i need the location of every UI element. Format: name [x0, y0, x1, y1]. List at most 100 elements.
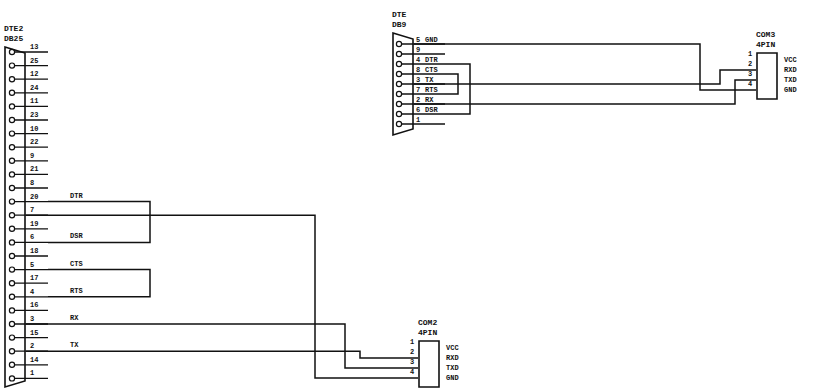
pin-number: 8 [30, 179, 34, 187]
pin-contact [9, 376, 14, 381]
pin-stub [15, 201, 48, 202]
pin-stub [15, 160, 48, 161]
connector-name: COM2 4PIN [418, 318, 440, 338]
pin-contact [9, 90, 14, 95]
pin-number: 14 [30, 356, 38, 364]
pin-contact [9, 158, 14, 163]
pin-stub [15, 65, 48, 66]
pin-stub [402, 63, 445, 64]
pin-contact [9, 294, 14, 299]
signal-name: CTS [70, 260, 83, 268]
pin-contact [9, 349, 14, 354]
pin-stub [15, 79, 48, 80]
signal-name: RTS [425, 86, 438, 94]
wire [26, 324, 418, 368]
signal-name: RXD [446, 354, 459, 362]
pin-stub [402, 123, 445, 124]
signal-name: RTS [70, 287, 83, 295]
pin-stubs [9, 41, 445, 381]
jumper-wire [48, 270, 150, 297]
pin-number: 4 [410, 368, 414, 376]
outline [393, 33, 413, 135]
signal-name: DTR [425, 56, 438, 64]
pin-stub [402, 73, 445, 74]
pin-stub [15, 337, 48, 338]
db9-connector: DTE DB9 [392, 10, 414, 136]
pin-contact [396, 111, 401, 116]
wire [26, 215, 418, 378]
connector-name: DTE DB9 [392, 10, 414, 30]
pin-number: 7 [30, 206, 34, 214]
signal-name: GND [784, 86, 797, 94]
pin-contact [9, 240, 14, 245]
wire [414, 44, 756, 90]
pin-contact [9, 145, 14, 150]
pin-number: 3 [416, 76, 420, 84]
header-body [418, 340, 440, 388]
pin-number: 4 [748, 80, 752, 88]
pin-stub [15, 378, 48, 379]
pin-stub [15, 296, 48, 297]
pin-number: 6 [30, 233, 34, 241]
pin-stub [402, 113, 445, 114]
pin-number: 21 [30, 165, 38, 173]
outline [5, 47, 25, 387]
pin-stub [15, 269, 48, 270]
pin-contact [9, 172, 14, 177]
pin-stub [15, 147, 48, 148]
pin-stub [15, 174, 48, 175]
pin-number: 1 [416, 116, 420, 124]
signal-name: VCC [446, 344, 459, 352]
jumper-wire [445, 64, 470, 114]
pin-stub [15, 364, 48, 365]
pin-contact [9, 185, 14, 190]
signal-name: TXD [446, 364, 459, 372]
pin-contact [9, 213, 14, 218]
pin-number: 10 [30, 125, 38, 133]
pin-contact [396, 91, 401, 96]
pin-header: COM3 4PIN [756, 30, 778, 100]
pin-number: 2 [416, 96, 420, 104]
pin-stub [15, 255, 48, 256]
pin-contact [396, 41, 401, 46]
pin-contact [9, 131, 14, 136]
pin-number: 9 [416, 46, 420, 54]
signal-name: VCC [784, 56, 797, 64]
jumper-wire [48, 202, 150, 243]
pin-number: 3 [410, 358, 414, 366]
signal-name: DTR [70, 192, 83, 200]
pin-contact [9, 321, 14, 326]
outline [419, 341, 439, 387]
pin-number: 22 [30, 138, 38, 146]
pin-stub [402, 53, 445, 54]
signal-name: TXD [784, 76, 797, 84]
pin-contact [9, 226, 14, 231]
pin-contact [9, 117, 14, 122]
pin-number: 1 [410, 338, 414, 346]
pin-number: 6 [416, 106, 420, 114]
pin-number: 5 [416, 36, 420, 44]
pin-contact [396, 81, 401, 86]
pin-number: 2 [30, 342, 34, 350]
signal-name: TX [70, 341, 78, 349]
pin-number: 25 [30, 57, 38, 65]
signal-name: GND [446, 374, 459, 382]
wire [414, 70, 756, 84]
connector-name: COM3 4PIN [756, 30, 778, 50]
pin-number: 16 [30, 301, 38, 309]
connector-shell [4, 46, 26, 388]
wire [414, 80, 756, 104]
pin-stub [15, 242, 48, 243]
pin-contact [9, 253, 14, 258]
pin-number: 4 [416, 56, 420, 64]
pin-contact [9, 281, 14, 286]
pin-stub [15, 187, 48, 188]
pin-number: 2 [748, 60, 752, 68]
pin-contact [9, 63, 14, 68]
pin-stub [15, 228, 48, 229]
pin-contact [9, 104, 14, 109]
signal-name: CTS [425, 66, 438, 74]
signal-name: RX [70, 314, 78, 322]
pin-contact [9, 308, 14, 313]
outline [757, 53, 777, 99]
